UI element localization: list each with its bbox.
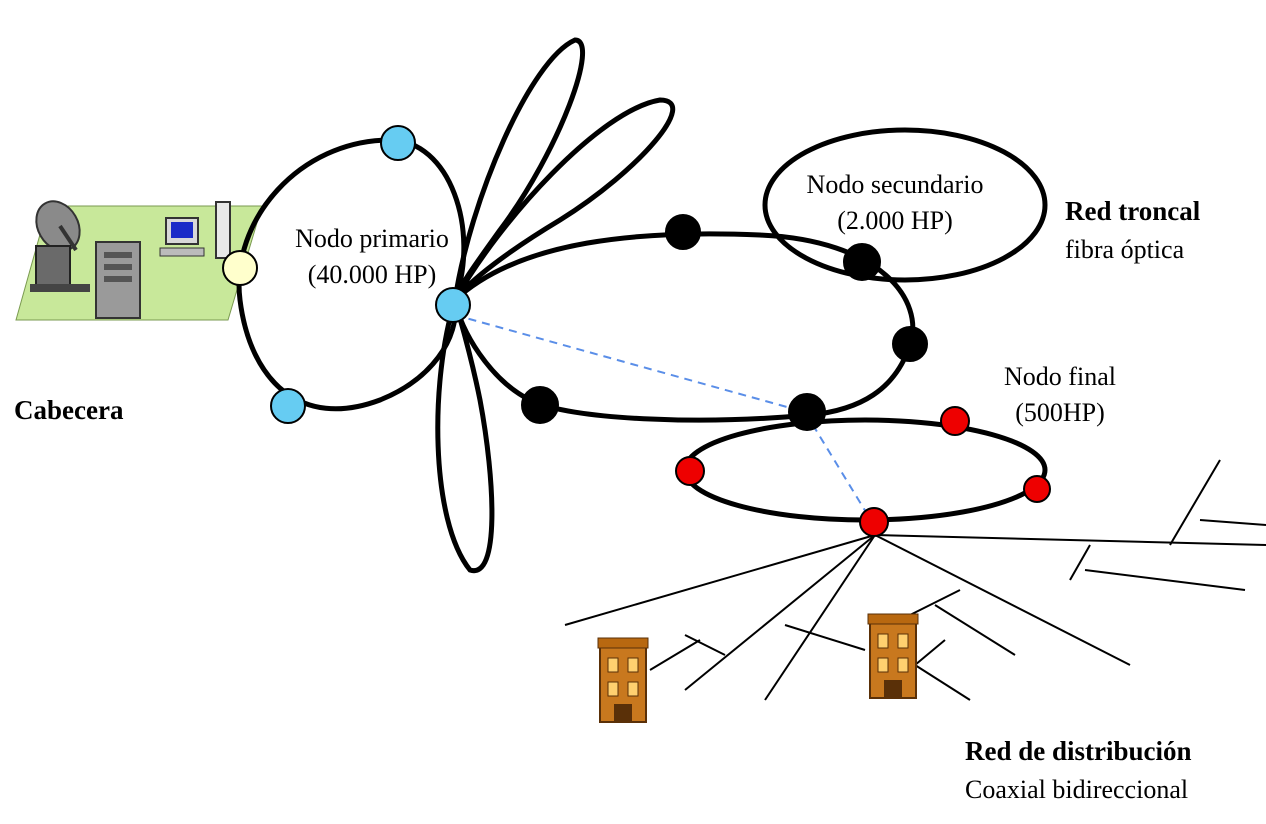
nodo-primario-label: Nodo primario (40.000 HP) — [262, 226, 482, 288]
cabecera-label: Cabecera — [14, 395, 124, 425]
server-tower-icon — [95, 241, 141, 319]
final-node — [859, 507, 889, 537]
red-distribucion-title: Red de distribución — [965, 736, 1192, 766]
primary-ring-node — [270, 388, 306, 424]
secondary-node — [843, 243, 881, 281]
red-distribucion-subtitle: Coaxial bidireccional — [965, 775, 1189, 804]
primary-node — [435, 287, 471, 323]
petal-ring-2 — [452, 97, 675, 302]
final-node — [940, 406, 970, 436]
red-troncal-label: Red troncal fibra óptica — [1065, 198, 1200, 263]
building-icon — [867, 613, 919, 699]
secondary-node — [521, 386, 559, 424]
nodo-secundario-label: Nodo secundario (2.000 HP) — [770, 172, 1020, 234]
satellite-dish-icon — [30, 200, 90, 292]
petal-ring-3 — [435, 290, 495, 574]
nodo-final-label: Nodo final (500HP) — [975, 364, 1145, 426]
headend-node — [222, 250, 258, 286]
secondary-node-ring — [762, 127, 1048, 283]
nodo-final-name: Nodo final — [1004, 362, 1116, 391]
nodo-final-capacity: (500HP) — [1015, 398, 1105, 427]
red-troncal-subtitle: fibra óptica — [1065, 235, 1185, 264]
final-node — [675, 456, 705, 486]
nodo-primario-capacity: (40.000 HP) — [307, 260, 437, 289]
nodo-secundario-name: Nodo secundario — [806, 170, 984, 199]
coax-distribution-network — [564, 459, 1266, 701]
secondary-node — [665, 214, 701, 250]
final-ring — [682, 417, 1048, 523]
nodo-secundario-capacity: (2.000 HP) — [837, 206, 953, 235]
secondary-node — [788, 393, 826, 431]
secondary-node — [892, 326, 928, 362]
final-node — [1023, 475, 1051, 503]
primary-ring-node — [380, 125, 416, 161]
red-distribucion-label: Red de distribución Coaxial bidirecciona… — [965, 738, 1192, 803]
nodo-primario-name: Nodo primario — [295, 224, 449, 253]
nodes — [222, 125, 1051, 537]
optical-link — [454, 314, 873, 523]
computer-terminal-icon — [159, 201, 231, 259]
red-troncal-title: Red troncal — [1065, 196, 1201, 226]
headend-area — [15, 200, 263, 321]
building-icon — [597, 637, 649, 723]
